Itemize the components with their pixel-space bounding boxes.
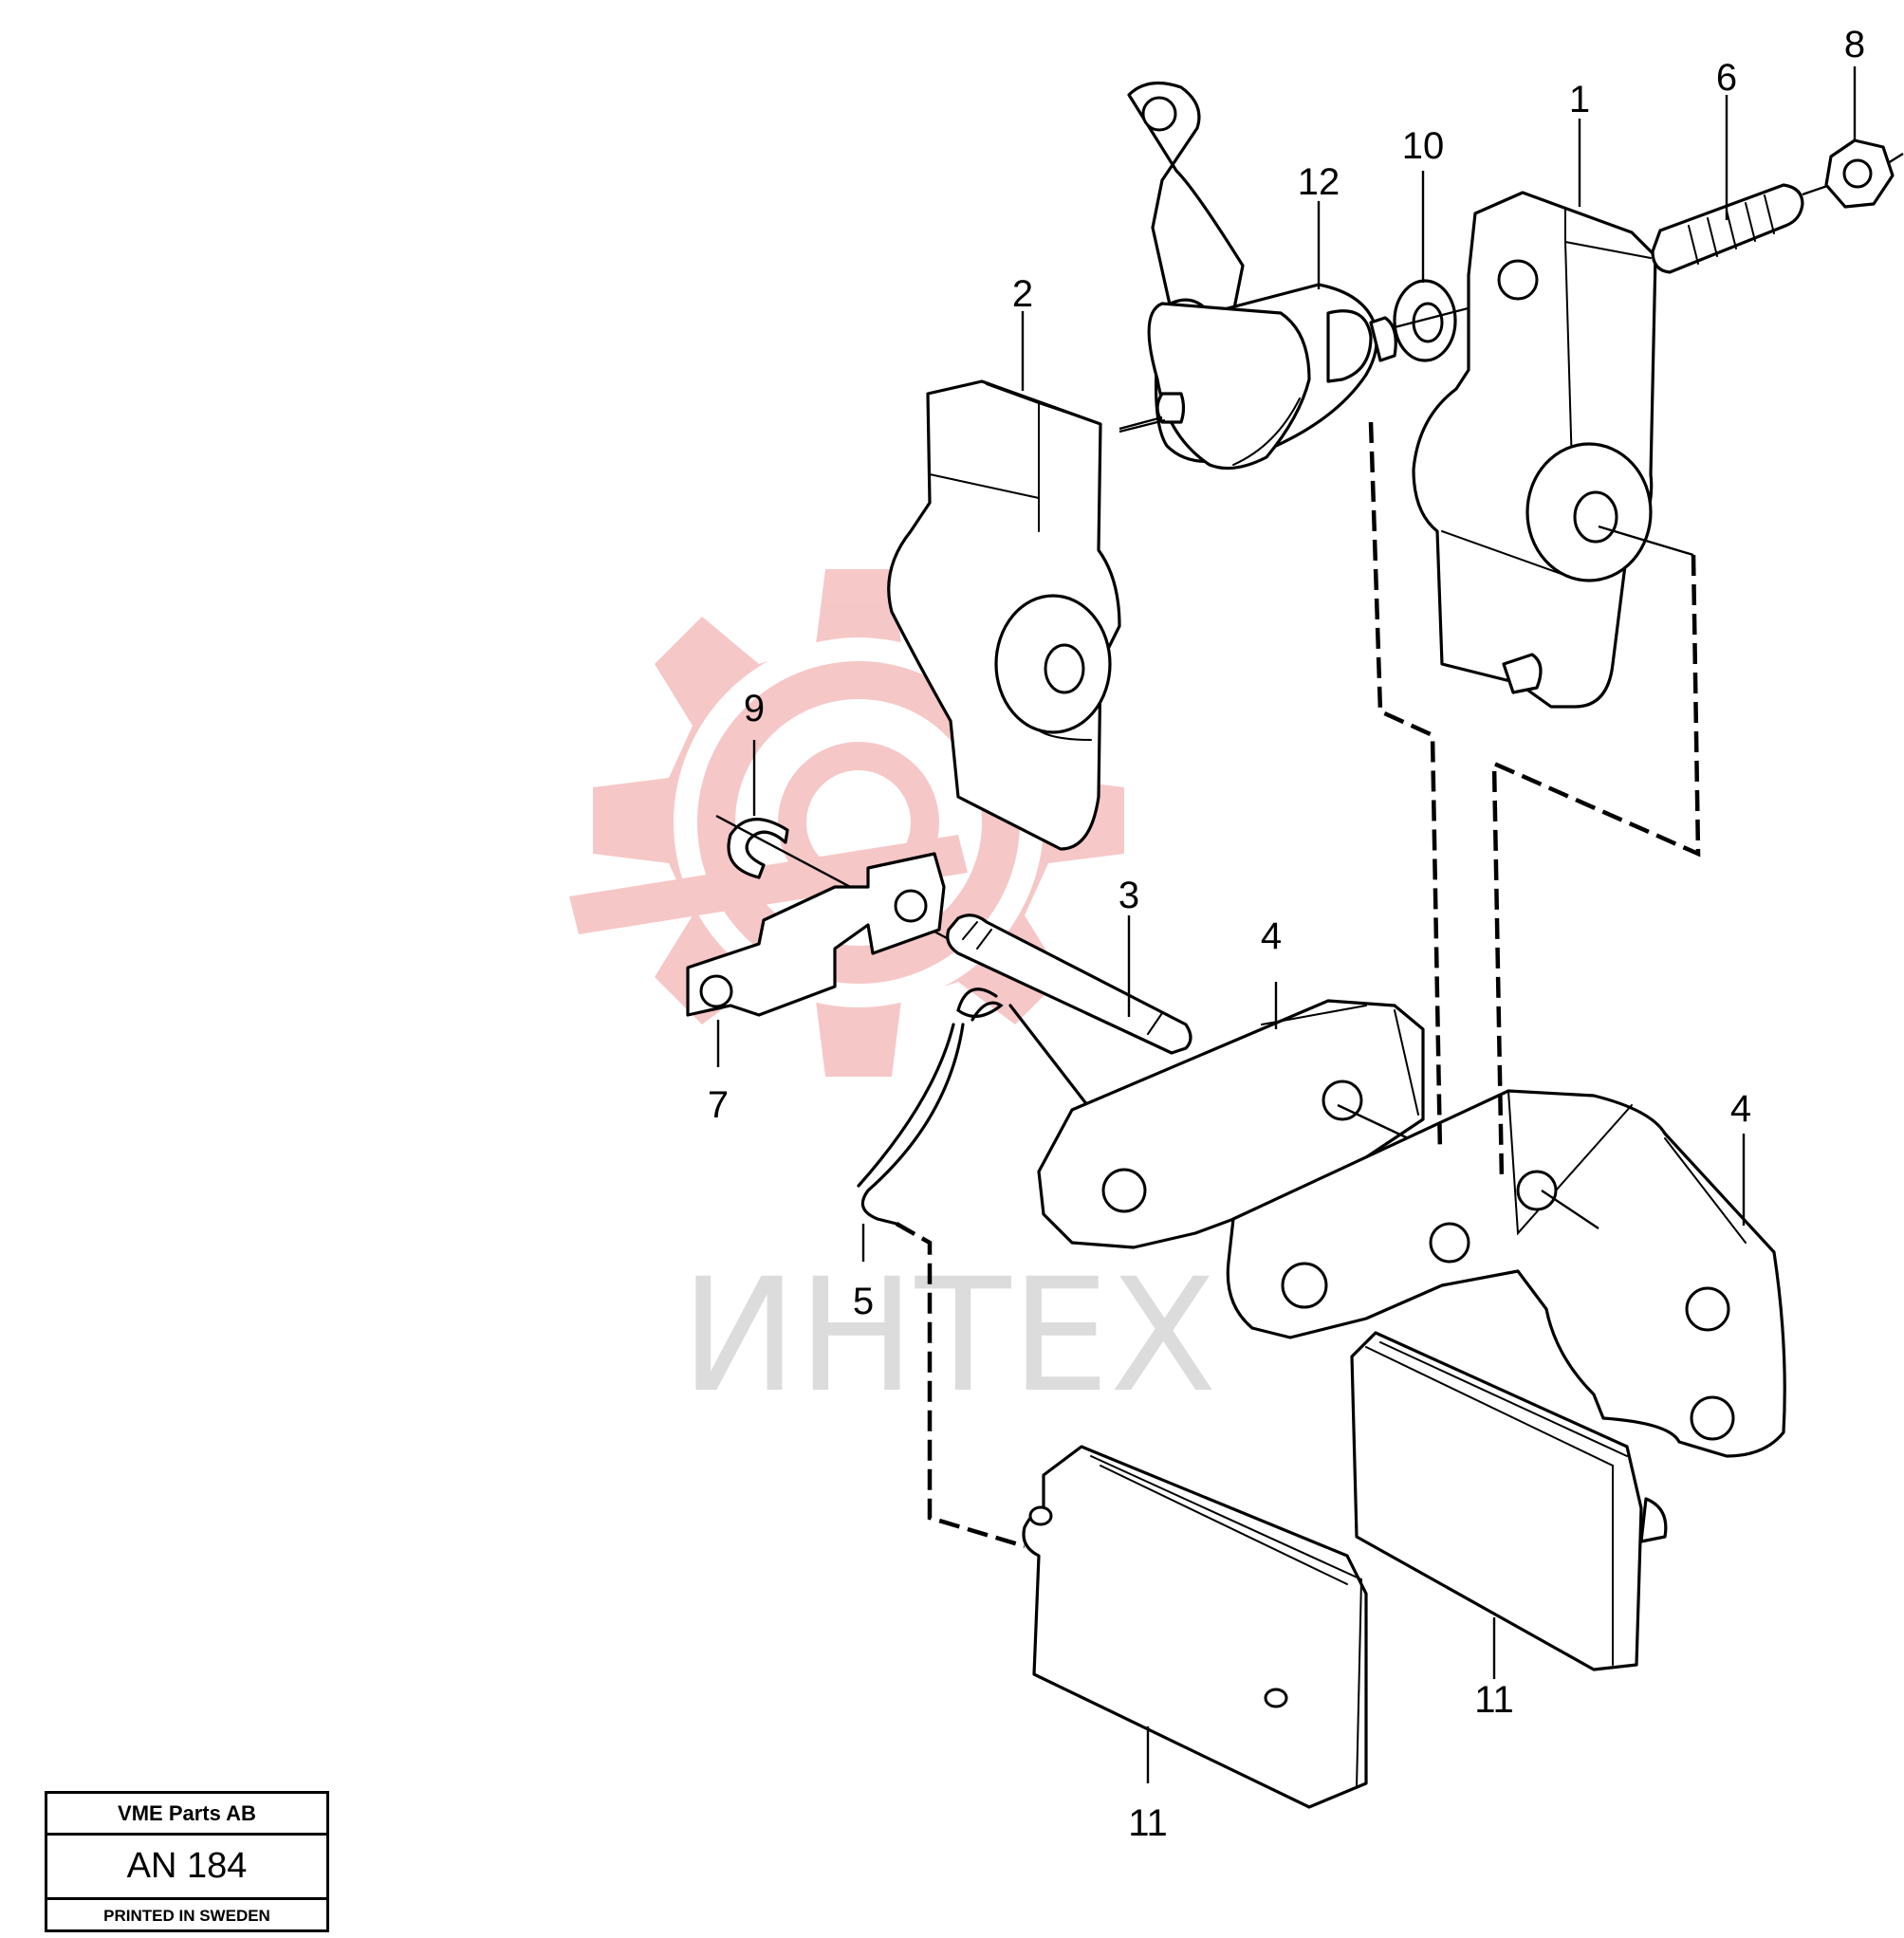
company-name: VME Parts AB: [47, 1794, 326, 1836]
part-11-pad-right: [1350, 1331, 1668, 1671]
title-block: VME Parts AB AN 184 PRINTED IN SWEDEN: [45, 1791, 329, 1932]
leader-lines: [716, 66, 1857, 1783]
part-3-pin: [946, 914, 1192, 1055]
callout-1: 1: [1569, 79, 1590, 120]
part-6-threaded-stud: [1651, 181, 1837, 274]
part-11-pad-left: [1022, 1445, 1368, 1809]
callout-5: 5: [853, 1281, 874, 1322]
callout-3: 3: [1118, 875, 1139, 916]
part-1-block: [1412, 191, 1694, 709]
part-4-link-right: [1226, 1089, 1786, 1458]
callout-10: 10: [1402, 125, 1445, 167]
callout-7: 7: [708, 1084, 729, 1126]
printed-note: PRINTED IN SWEDEN: [103, 1907, 270, 1925]
part-12-lever-arm: [1118, 81, 1397, 471]
callout-11-left: 11: [1128, 1802, 1168, 1844]
callout-6: 6: [1716, 57, 1737, 99]
part-5-spring: [857, 987, 1093, 1226]
watermark-text: ИНТЕХ: [680, 1245, 1217, 1427]
part-2-bracket: [887, 379, 1163, 851]
assembly-dashed-lines: [895, 421, 1701, 1549]
part-7-strap: [686, 852, 946, 1017]
part-8-nut: [1824, 138, 1904, 209]
callout-4-right: 4: [1730, 1088, 1751, 1130]
callout-2: 2: [1012, 273, 1033, 315]
callout-9: 9: [744, 688, 765, 729]
callout-labels: 1 2 3 4 4 5 6 7 8 9 10 12 11 11: [708, 24, 1865, 1844]
callout-11-right: 11: [1474, 1679, 1514, 1721]
callout-4-left: 4: [1261, 915, 1282, 957]
callout-8: 8: [1844, 24, 1865, 65]
drawing-code: AN 184: [47, 1836, 326, 1900]
callout-12: 12: [1298, 161, 1340, 203]
